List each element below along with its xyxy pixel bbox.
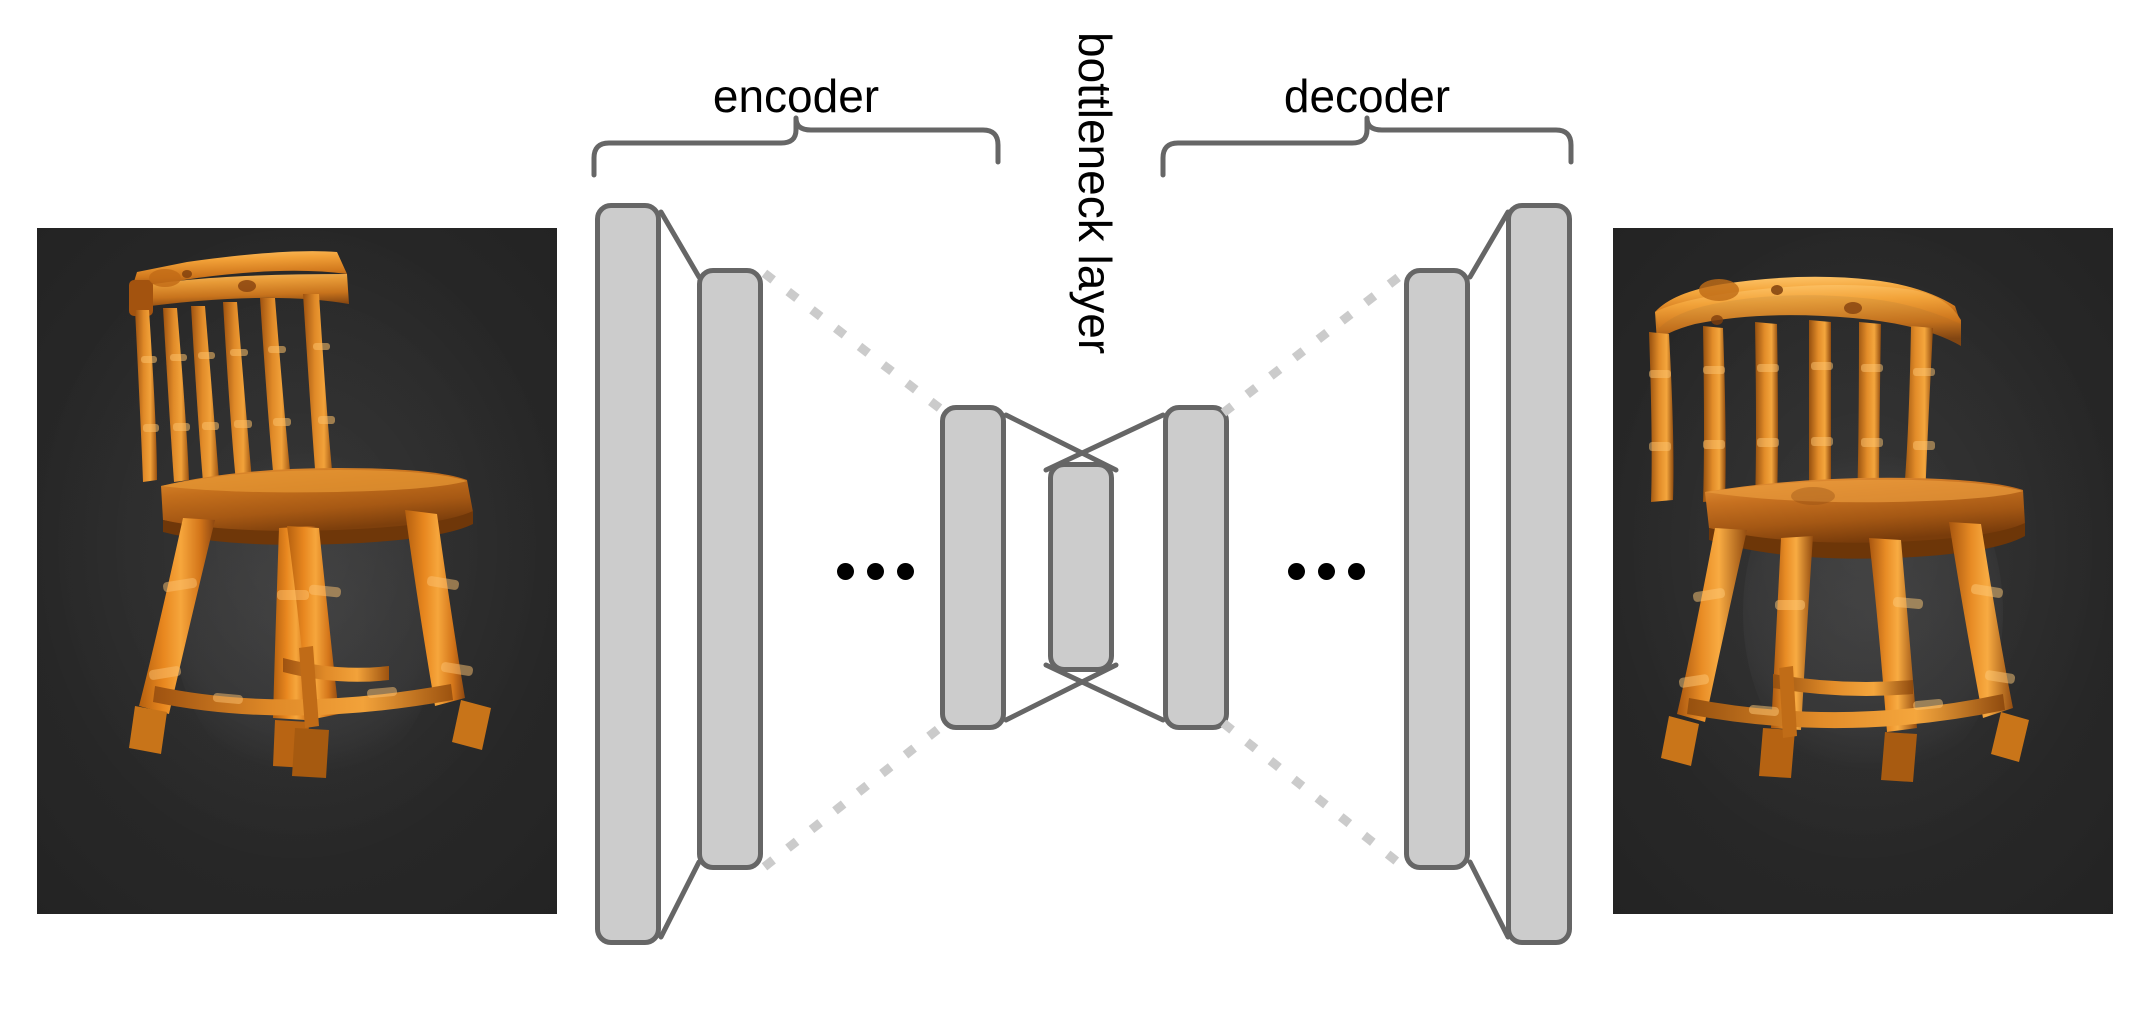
connector-bottleneck-left-bottom <box>1003 662 1119 723</box>
dotted-connector-encoder-top <box>761 269 949 417</box>
encoder-layer-2 <box>697 268 763 870</box>
ellipsis-dot <box>1318 563 1335 580</box>
ellipsis-dot <box>1348 563 1365 580</box>
ellipsis-dot <box>1288 563 1305 580</box>
ellipsis-dot <box>837 563 854 580</box>
encoder-label: encoder <box>712 70 880 122</box>
dotted-connector-encoder-bottom <box>761 719 949 871</box>
connector-decoder-1-bottom <box>1467 859 1511 940</box>
decoder-layer-1 <box>1404 268 1470 870</box>
output-image-panel <box>1613 228 2113 914</box>
bottleneck-layer-right <box>1163 405 1229 730</box>
connector-bottleneck-right-bottom <box>1043 662 1166 723</box>
encoder-layer-1 <box>595 203 661 945</box>
input-chair-illustration <box>129 251 491 778</box>
bottleneck-layer-center <box>1048 462 1114 672</box>
decoder-brace <box>1160 115 1574 178</box>
encoder-ellipsis <box>837 563 914 580</box>
connector-decoder-1-top <box>1467 209 1511 280</box>
ellipsis-dot <box>897 563 914 580</box>
decoder-ellipsis <box>1288 563 1365 580</box>
connector-encoder-1-bottom <box>658 859 702 940</box>
output-chair-illustration <box>1649 276 2029 782</box>
connector-encoder-1-top <box>658 209 702 280</box>
dotted-connector-decoder-top <box>1220 269 1407 417</box>
dotted-connector-decoder-bottom <box>1220 719 1407 871</box>
ellipsis-dot <box>867 563 884 580</box>
bottleneck-layer-left <box>940 405 1006 730</box>
decoder-label: decoder <box>1283 70 1451 122</box>
decoder-layer-2 <box>1506 203 1572 945</box>
encoder-brace <box>591 115 1001 178</box>
input-image-panel <box>37 228 557 914</box>
bottleneck-label: bottleneck layer <box>1069 32 1121 355</box>
